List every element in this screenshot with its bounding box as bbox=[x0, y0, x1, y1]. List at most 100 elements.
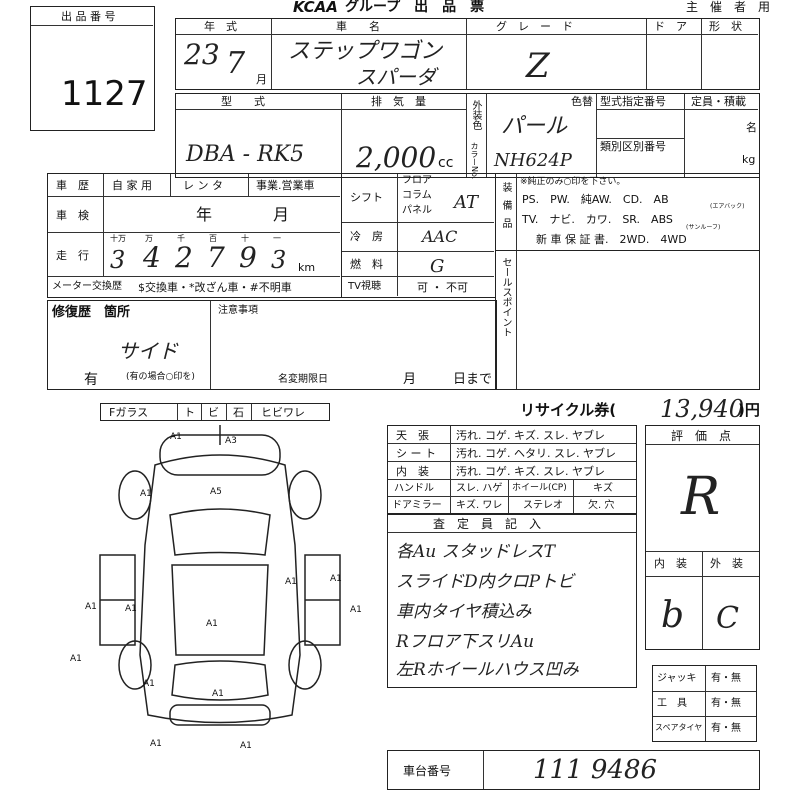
damage-mark: A1 bbox=[240, 741, 252, 751]
shift-value: AT bbox=[454, 192, 479, 213]
glass-stone: 石 bbox=[233, 406, 244, 419]
sales-point-label: セールスポイント bbox=[500, 257, 511, 337]
brand-logo: KCAA bbox=[293, 0, 338, 16]
lot-number: 1127 bbox=[61, 74, 148, 114]
shift-panel: パネル bbox=[402, 205, 432, 216]
seat-options: 汚れ. コゲ. ヘタリ. スレ. ヤブレ bbox=[456, 447, 616, 460]
glass-bi: ビ bbox=[208, 406, 219, 419]
meter-change-options: $交換車・*改ざん車・#不明車 bbox=[138, 281, 292, 294]
equipment-airbag-note: (エアバック) bbox=[710, 203, 745, 210]
handle-label: ハンドル bbox=[394, 483, 434, 494]
repair-mark: 有 bbox=[84, 372, 98, 388]
score-label: 評 価 点 bbox=[671, 429, 732, 443]
row1-box: 年 式 車 名 グ レ ー ド ド ア 形 状 23 7 月 ステップワゴン ス… bbox=[175, 18, 760, 90]
lot-box: 出 品 番 号 1127 bbox=[30, 6, 155, 131]
stereo-options: 欠. 穴 bbox=[588, 500, 615, 511]
wheel-label: ホイール(CP) bbox=[512, 483, 567, 493]
door-label: ド ア bbox=[654, 20, 687, 33]
inspector-line: 各Au スタッドレスT bbox=[396, 542, 555, 562]
damage-mark: A1 bbox=[206, 619, 218, 629]
color-code-value: NH624P bbox=[494, 150, 572, 171]
type-value: DBA - RK5 bbox=[186, 142, 305, 167]
shift-label: シフト bbox=[350, 191, 383, 204]
car-name-label: 車 名 bbox=[336, 20, 380, 33]
inspector-line: 左Rホイールハウス凹み bbox=[396, 660, 579, 680]
shift-floor: フロア bbox=[402, 175, 432, 186]
glass-to: ト bbox=[184, 406, 195, 419]
year-value: 23 bbox=[184, 38, 220, 71]
cc-unit: cc bbox=[438, 155, 454, 171]
class-no-label: 類別区別番号 bbox=[600, 140, 666, 153]
mileage-digit-1: 3 bbox=[271, 246, 287, 274]
inspection-month: 月 bbox=[273, 205, 290, 224]
deadline-day: 日まで bbox=[453, 372, 493, 387]
interior-options: 汚れ. コゲ. キズ. スレ. ヤブレ bbox=[456, 465, 605, 478]
damage-mark: A1 bbox=[85, 602, 97, 612]
damage-mark: A1 bbox=[143, 679, 155, 689]
mileage-digit-10k: 4 bbox=[143, 241, 161, 274]
grade-value: Z bbox=[526, 46, 550, 86]
shape-label: 形 状 bbox=[709, 20, 742, 33]
sales-point-box: セールスポイント bbox=[495, 250, 760, 390]
score-exterior-value: C bbox=[716, 601, 739, 636]
mileage-digit-1k: 2 bbox=[175, 241, 193, 274]
chassis-label: 車台番号 bbox=[403, 764, 452, 778]
wheel-value: キズ bbox=[593, 483, 613, 494]
handle-options: スレ. ハゲ bbox=[456, 483, 503, 494]
shift-box: シフト フロア コラム パネル AT 冷 房 AAC 燃 料 G TV視聴 可 … bbox=[341, 173, 496, 298]
history-rental: レ ン タ bbox=[183, 179, 223, 192]
inspection-label: 車 検 bbox=[56, 209, 89, 222]
damage-mark: A1 bbox=[140, 489, 152, 499]
damage-mark: A1 bbox=[125, 604, 137, 614]
score-interior-value: b bbox=[661, 595, 685, 636]
unit-kg: kg bbox=[742, 153, 756, 166]
ceiling-label: 天 張 bbox=[396, 429, 429, 442]
mirror-options: キズ. ワレ bbox=[456, 500, 503, 511]
equipment-line1: PS. PW. 純AW. CD. AB bbox=[522, 193, 669, 206]
inspector-line: 車内タイヤ積込み bbox=[396, 602, 532, 622]
shift-column: コラム bbox=[402, 190, 432, 201]
history-business: 事業.営業車 bbox=[256, 179, 315, 192]
equipment-box: 装備品 ※純正のみ○印を下さい。 PS. PW. 純AW. CD. AB (エア… bbox=[495, 173, 760, 251]
type-label: 型 式 bbox=[221, 95, 265, 108]
mileage-digit-100k: 3 bbox=[110, 246, 126, 274]
row2-box: 型 式 排 気 量 外装色 カラーNo. 色替 型式指定番号 類別区別番号 定員… bbox=[175, 93, 760, 179]
mileage-unit-100k: 十万 bbox=[110, 234, 126, 243]
mileage-unit-1: 一 bbox=[273, 234, 281, 243]
lot-label: 出 品 番 号 bbox=[61, 10, 116, 23]
mirror-label: ドアミラー bbox=[392, 500, 442, 511]
score-exterior-label: 外 装 bbox=[710, 557, 743, 570]
form-title: グループ 出 品 票 bbox=[345, 0, 485, 15]
organizer-copy: 主 催 者 用 bbox=[686, 0, 771, 14]
displacement-value: 2,000 bbox=[356, 141, 437, 174]
damage-mark: A1 bbox=[70, 654, 82, 664]
ac-value: AAC bbox=[422, 227, 458, 246]
score-value: R bbox=[681, 467, 721, 527]
equipment-label: 装備品 bbox=[500, 182, 511, 236]
deadline-label: 名変期限日 bbox=[278, 374, 328, 385]
deadline-month: 月 bbox=[403, 372, 417, 387]
stereo-label: ステレオ bbox=[523, 500, 563, 511]
inspector-label: 査 定 員 記 入 bbox=[433, 517, 542, 531]
repair-box: 修復歴 箇所 サイド 有 (有の場合○印を) 注意事項 名変期限日 月 日まで bbox=[47, 300, 497, 390]
glass-crack: ヒビワレ bbox=[261, 406, 305, 419]
mileage-label: 走 行 bbox=[56, 249, 89, 262]
score-box: 評 価 点 R 内 装 外 装 b C bbox=[645, 425, 760, 650]
equipment-line2: TV. ナビ. カワ. SR. ABS bbox=[522, 213, 673, 226]
score-interior-label: 内 装 bbox=[654, 557, 687, 570]
condition-box: 天 張 汚れ. コゲ. キズ. スレ. ヤブレ シ ー ト 汚れ. コゲ. ヘタ… bbox=[387, 425, 637, 515]
ceiling-options: 汚れ. コゲ. キズ. スレ. ヤブレ bbox=[456, 429, 605, 442]
damage-mark: A1 bbox=[330, 574, 342, 584]
recycle-label: リサイクル券( bbox=[520, 401, 617, 419]
equipment-line3: 新 車 保 証 書. 2WD. 4WD bbox=[536, 233, 687, 246]
inspection-year: 年 bbox=[196, 205, 213, 224]
tv-label: TV視聴 bbox=[348, 281, 381, 292]
mileage-digit-10: 9 bbox=[239, 241, 257, 274]
car-diagram bbox=[99, 425, 341, 726]
mileage-unit-1k: 千 bbox=[177, 234, 185, 243]
interior-label: 内 装 bbox=[396, 465, 429, 478]
mileage-km: km bbox=[298, 261, 316, 274]
month-suffix: 月 bbox=[256, 73, 267, 86]
damage-mark: A1 bbox=[150, 739, 162, 749]
inspector-line: スライドD内クロPトビ bbox=[396, 572, 575, 592]
